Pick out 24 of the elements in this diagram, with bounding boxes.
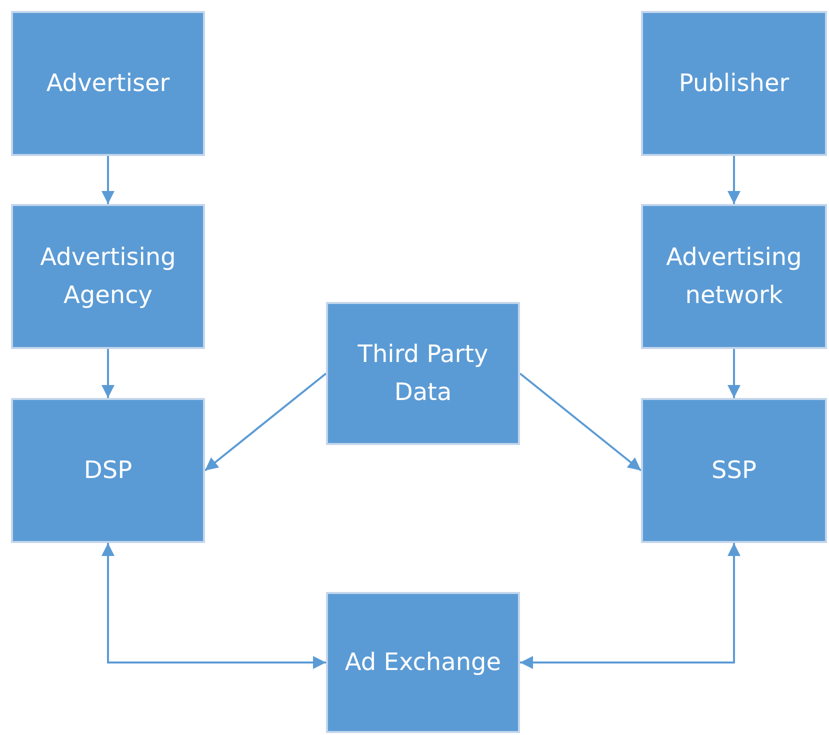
process-box [11, 204, 205, 349]
box-label: Advertising network [665, 242, 803, 310]
process-box [641, 398, 827, 543]
arrow [520, 543, 740, 669]
box-label: Advertising Agency [39, 242, 177, 310]
process-box [326, 302, 520, 445]
box-label: Advertiser [46, 68, 170, 99]
process-box [326, 592, 520, 733]
arrow [102, 156, 114, 204]
arrow [728, 156, 740, 204]
arrow [519, 372, 642, 472]
arrow [728, 349, 740, 398]
box-label: Ad Exchange [344, 646, 502, 678]
process-box [11, 11, 205, 156]
box-label: SSP [712, 454, 756, 486]
box-label: Publisher [678, 68, 790, 99]
process-box [11, 398, 205, 543]
process-box [641, 204, 827, 349]
arrow [102, 543, 326, 669]
box-label: Third Party Data [356, 339, 490, 408]
arrow [204, 372, 327, 472]
process-box [641, 11, 827, 156]
arrow [102, 349, 114, 398]
box-label: DSP [84, 454, 132, 486]
